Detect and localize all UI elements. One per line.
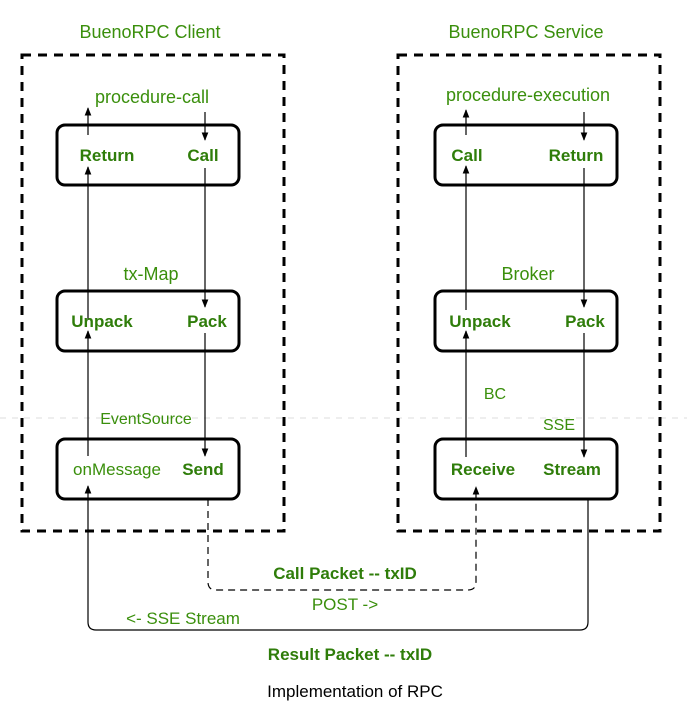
client-unpack-label: Unpack (71, 312, 133, 331)
client-tx-map-label: tx-Map (123, 264, 178, 284)
client-send-label: Send (182, 460, 224, 479)
service-unpack-label: Unpack (449, 312, 511, 331)
service-broker-label: Broker (501, 264, 554, 284)
client-layer3-box (55, 437, 241, 501)
service-bc-label: BC (484, 386, 506, 403)
service-sse-label: SSE (543, 417, 575, 434)
client-layer2-box (55, 289, 241, 353)
service-layer3-box (433, 437, 619, 501)
service-procedure-execution-label: procedure-execution (446, 85, 610, 105)
post-label: POST -> (312, 595, 378, 614)
client-title: BuenoRPC Client (79, 22, 220, 42)
service-layer1-box (433, 123, 619, 187)
result-packet-label: Result Packet -- txID (268, 645, 432, 664)
service-stream-label: Stream (543, 460, 601, 479)
client-procedure-call-label: procedure-call (95, 87, 209, 107)
service-return-label: Return (549, 146, 604, 165)
call-packet-label: Call Packet -- txID (273, 564, 417, 583)
sse-stream-label: <- SSE Stream (126, 609, 240, 628)
client-pack-label: Pack (187, 312, 227, 331)
client-call-label: Call (187, 146, 218, 165)
service-receive-label: Receive (451, 460, 515, 479)
call-packet-link (207, 486, 480, 591)
service-pack-label: Pack (565, 312, 605, 331)
diagram-caption: Implementation of RPC (267, 682, 443, 701)
service-title: BuenoRPC Service (448, 22, 603, 42)
client-return-label: Return (80, 146, 135, 165)
service-call-label: Call (451, 146, 482, 165)
client-eventsource-label: EventSource (100, 411, 192, 428)
client-container (20, 53, 286, 533)
client-layer1-box (55, 123, 241, 187)
result-packet-link (84, 485, 589, 631)
client-onmessage-label: onMessage (73, 460, 161, 479)
service-layer2-box (433, 289, 619, 353)
service-container (396, 53, 662, 533)
